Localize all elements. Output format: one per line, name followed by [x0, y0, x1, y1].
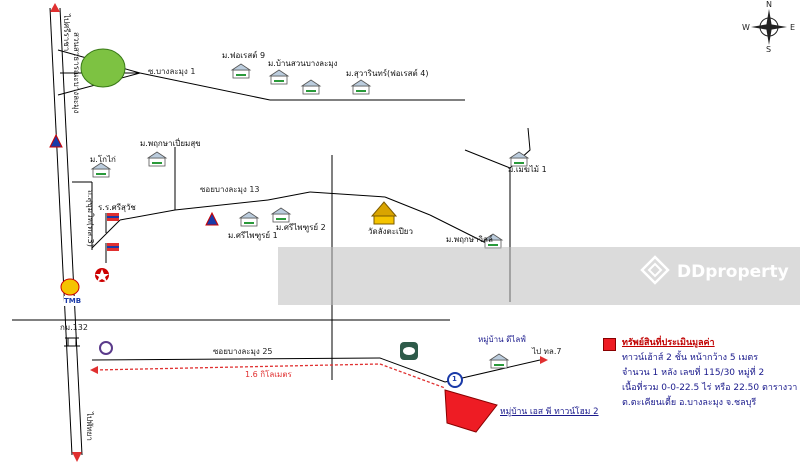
- label-phruksa-ville: ม.พฤกษาวิลล์: [446, 235, 493, 244]
- tmb-box: [64, 296, 82, 306]
- soi-bang-lamung-13: [91, 147, 491, 249]
- label-phrueksa-pimuk: ม.พฤกษาเปี่ยมสุข: [140, 139, 201, 148]
- label-forest9: ม.ฟอเรสต์ 9: [222, 51, 266, 60]
- soi-bang-lamung-25: [91, 357, 541, 383]
- flag-icons: [105, 213, 119, 263]
- label-suan-bang-lamung: ม.บ้านสวนบางละมุง: [268, 59, 338, 68]
- km-post-icon: [64, 337, 80, 347]
- label-temple: วัดลังตะเปียว: [368, 227, 413, 236]
- road-label-sukhumvit: ถ.สุขุมวิท(ทล.3): [86, 190, 95, 247]
- house-icons: [90, 63, 530, 369]
- road-label-pattaya: ไปพัทยา: [85, 412, 94, 441]
- marker-number: 1: [452, 375, 457, 383]
- route-line: [94, 363, 446, 389]
- route-marker: [447, 372, 463, 388]
- watermark-text: DDproperty: [677, 262, 789, 282]
- legend-line-2: จำนวน 1 หลัง เลขที่ 115/30 หมู่ที่ 2: [622, 368, 765, 378]
- tl7-arrow: [540, 356, 548, 364]
- road-label-soi1: ซ.บางละมุง 1: [148, 67, 196, 76]
- label-srisuk1: ม.ศรีไพฑูรย์ 1: [228, 231, 278, 240]
- temple-icon: [370, 201, 398, 225]
- legend-line-4: ต.ตะเคียนเตี้ย อ.บางละมุง จ.ชลบุรี: [622, 398, 757, 408]
- tmb-label: TMB: [64, 297, 82, 305]
- legend-swatch: [603, 338, 616, 351]
- target-property: [444, 389, 498, 433]
- road-label-tl7: ไป ทล.7: [532, 347, 562, 356]
- compass-w: W: [742, 23, 750, 32]
- kokai-road: [72, 181, 93, 250]
- legend-line-3: เนื้อที่รวม 0-0-22.5 ไร่ หรือ 22.50 ตารา…: [622, 383, 798, 393]
- compass-icon: N S E W: [740, 0, 798, 55]
- distance-label: 1.6 กิโลเมตร: [245, 370, 292, 379]
- property-legend: ทรัพย์สินที่ประเมินมูลค่า ทาวน์เฮ้าส์ 2 …: [603, 336, 798, 411]
- label-life-village: หมู่บ้าน ดีไลฟ์: [478, 335, 526, 344]
- landmark-icon: [400, 342, 418, 360]
- road-label-sriracha: ไปศรีราชา: [62, 14, 71, 52]
- ddproperty-logo-icon: [640, 255, 670, 285]
- label-srisuk2: ม.ศรีไพฑูรย์ 2: [276, 223, 326, 232]
- legend-title: ทรัพย์สินที่ประเมินมูลค่า: [622, 338, 715, 348]
- main-highway: [49, 7, 83, 456]
- compass-e: E: [790, 23, 796, 32]
- label-mekmai: ม.เมฆไม้ 1: [508, 165, 547, 174]
- label-school: ร.ร.ศรีสุวัช: [98, 203, 136, 212]
- label-kokai: ม.โกไก่: [90, 155, 116, 164]
- road-label-soi13: ซอยบางละมุง 13: [200, 185, 260, 194]
- watermark-band: [278, 247, 800, 305]
- highway-arrows: [50, 3, 82, 462]
- park-area: [80, 48, 126, 88]
- road-label-soi25: ซอยบางละมุง 25: [213, 347, 273, 356]
- legend-line-1: ทาวน์เฮ้าส์ 2 ชั้น หน้ากว้าง 5 เมตร: [622, 353, 759, 363]
- route-arrow: [90, 366, 98, 374]
- km-post-label: กม.132: [60, 323, 88, 332]
- compass-s: S: [766, 45, 772, 54]
- park-label: สวนสาธารณะบางละมุง: [72, 32, 81, 114]
- label-target-village: หมู่บ้าน เอส พี ทาวน์โฮม 2: [500, 407, 599, 417]
- gas-station-icons: [49, 133, 219, 355]
- label-suwarin: ม.สุวารินทร์(ฟอเรสต์ 4): [346, 69, 429, 78]
- compass-n: N: [766, 0, 772, 9]
